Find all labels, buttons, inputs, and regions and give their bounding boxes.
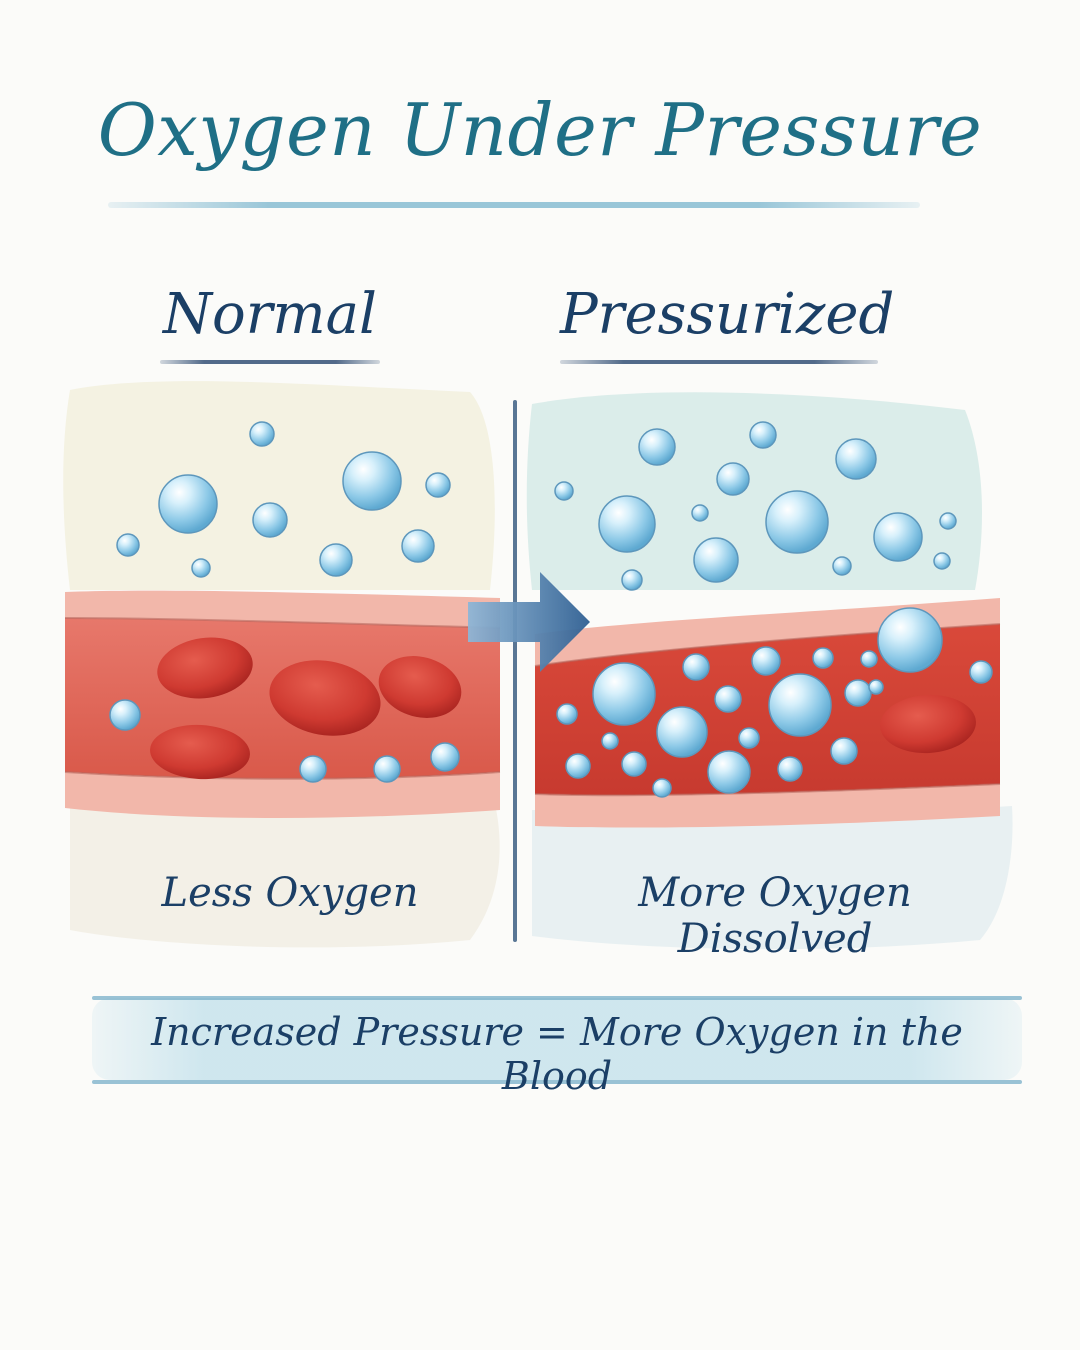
- oxygen-bubble: [691, 504, 709, 522]
- left-vessel-bottom-wall: [65, 772, 500, 818]
- oxygen-bubble: [707, 750, 751, 794]
- oxygen-bubble: [430, 742, 460, 772]
- oxygen-bubble: [832, 556, 852, 576]
- arrow-right-icon: [468, 572, 590, 672]
- oxygen-bubble: [682, 653, 710, 681]
- right-red-cell: [880, 694, 976, 754]
- left-lower-wash: [70, 800, 500, 948]
- summary-banner-top-rule: [92, 996, 1022, 1000]
- oxygen-bubble: [844, 679, 872, 707]
- oxygen-bubble: [621, 569, 643, 591]
- oxygen-bubble: [319, 543, 353, 577]
- oxygen-bubble: [401, 529, 435, 563]
- oxygen-bubble: [751, 646, 781, 676]
- title-underline: [108, 202, 920, 208]
- pressurized-caption: More Oxygen Dissolved: [638, 870, 912, 962]
- right-oxygen-bubbles-blood: [556, 607, 993, 798]
- oxygen-bubble: [933, 552, 951, 570]
- oxygen-bubble: [693, 537, 739, 583]
- page-title: Oxygen Under Pressure: [97, 88, 983, 172]
- oxygen-bubble: [191, 558, 211, 578]
- pressurized-heading-underline: [560, 360, 878, 364]
- oxygen-bubble: [830, 737, 858, 765]
- oxygen-bubble: [877, 607, 943, 673]
- oxygen-bubble: [592, 662, 656, 726]
- normal-heading: Normal: [163, 282, 377, 347]
- left-red-cell: [157, 637, 253, 699]
- oxygen-bubble: [116, 533, 140, 557]
- oxygen-bubble: [812, 647, 834, 669]
- left-oxygen-bubbles: [109, 421, 460, 783]
- oxygen-bubble: [598, 495, 656, 553]
- oxygen-bubble: [425, 472, 451, 498]
- right-vessel-lumen: [535, 624, 1000, 796]
- right-oxygen-wash: [526, 392, 982, 590]
- oxygen-bubble: [252, 502, 288, 538]
- oxygen-bubble: [860, 650, 878, 668]
- right-oxygen-bubbles-top: [554, 421, 957, 591]
- oxygen-bubble: [714, 685, 742, 713]
- blood-vessel-comparison: [63, 381, 1013, 950]
- oxygen-bubble: [765, 490, 829, 554]
- summary-banner-bottom-rule: [92, 1080, 1022, 1084]
- oxygen-bubble: [652, 778, 672, 798]
- normal-heading-underline: [160, 360, 380, 364]
- left-red-cell: [269, 660, 381, 736]
- oxygen-bubble: [873, 512, 923, 562]
- oxygen-bubble: [556, 703, 578, 725]
- oxygen-bubble: [835, 438, 877, 480]
- oxygen-bubble: [621, 751, 647, 777]
- oxygen-bubble: [109, 699, 141, 731]
- normal-caption: Less Oxygen: [161, 870, 419, 916]
- oxygen-bubble: [554, 481, 574, 501]
- oxygen-bubble: [656, 706, 708, 758]
- oxygen-bubble: [738, 727, 760, 749]
- summary-banner: [92, 998, 1022, 1080]
- oxygen-bubble: [749, 421, 777, 449]
- left-oxygen-wash: [63, 381, 495, 590]
- oxygen-bubble: [158, 474, 218, 534]
- oxygen-bubble: [601, 732, 619, 750]
- oxygen-bubble: [768, 673, 832, 737]
- oxygen-bubble: [565, 753, 591, 779]
- oxygen-bubble: [373, 755, 401, 783]
- oxygen-bubble: [638, 428, 676, 466]
- right-lower-wash: [532, 806, 1013, 950]
- right-vessel-bottom-wall: [535, 784, 1000, 828]
- oxygen-bubble: [939, 512, 957, 530]
- left-red-cell: [378, 656, 462, 718]
- summary-text: Increased Pressure = More Oxygen in the …: [151, 1010, 963, 1098]
- oxygen-bubble: [299, 755, 327, 783]
- oxygen-bubble: [249, 421, 275, 447]
- pressurized-heading: Pressurized: [560, 282, 895, 347]
- oxygen-bubble: [868, 679, 884, 695]
- oxygen-bubble: [777, 756, 803, 782]
- left-red-cell: [150, 724, 250, 780]
- right-vessel-top-wall: [535, 598, 1000, 666]
- oxygen-bubble: [716, 462, 750, 496]
- oxygen-bubble: [342, 451, 402, 511]
- oxygen-bubble: [969, 660, 993, 684]
